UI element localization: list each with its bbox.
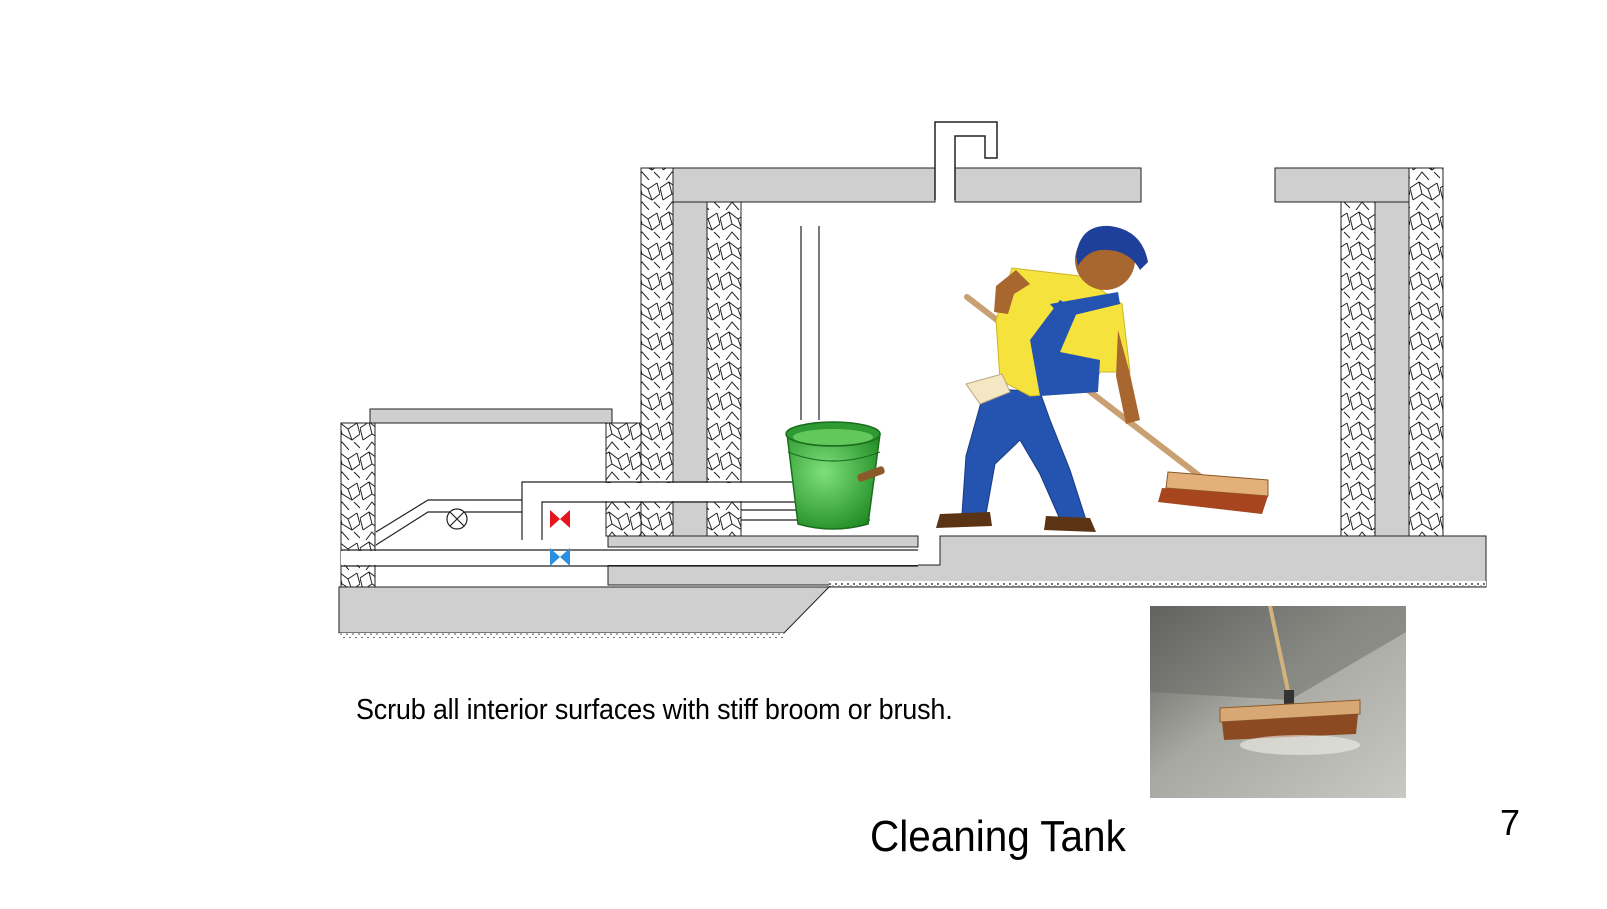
worker-figure xyxy=(936,225,1269,532)
pipework xyxy=(341,481,918,567)
left-tank-wall xyxy=(640,167,742,537)
pipe-fill-lower xyxy=(341,551,918,565)
gate-valve-blue-icon xyxy=(550,548,570,566)
page-title: Cleaning Tank xyxy=(870,812,1126,861)
page-number: 7 xyxy=(1500,802,1521,843)
instruction-text: Scrub all interior surfaces with stiff b… xyxy=(356,694,953,726)
gate-valve-red-icon xyxy=(550,510,570,528)
right-tank-wall xyxy=(1340,167,1444,537)
pipe-fill-upper xyxy=(523,483,795,501)
gravel-bed xyxy=(339,633,783,638)
tank-roof xyxy=(672,167,1410,203)
circle-x-meter-icon xyxy=(446,508,468,530)
vent-pipe xyxy=(934,121,998,200)
gravel-bed-right xyxy=(829,581,1486,586)
broom-icon xyxy=(1158,471,1269,514)
interior-floor-step xyxy=(607,535,919,548)
bucket-icon xyxy=(785,421,885,530)
broom-photo xyxy=(1150,605,1406,798)
inlet-pipe xyxy=(800,226,820,420)
